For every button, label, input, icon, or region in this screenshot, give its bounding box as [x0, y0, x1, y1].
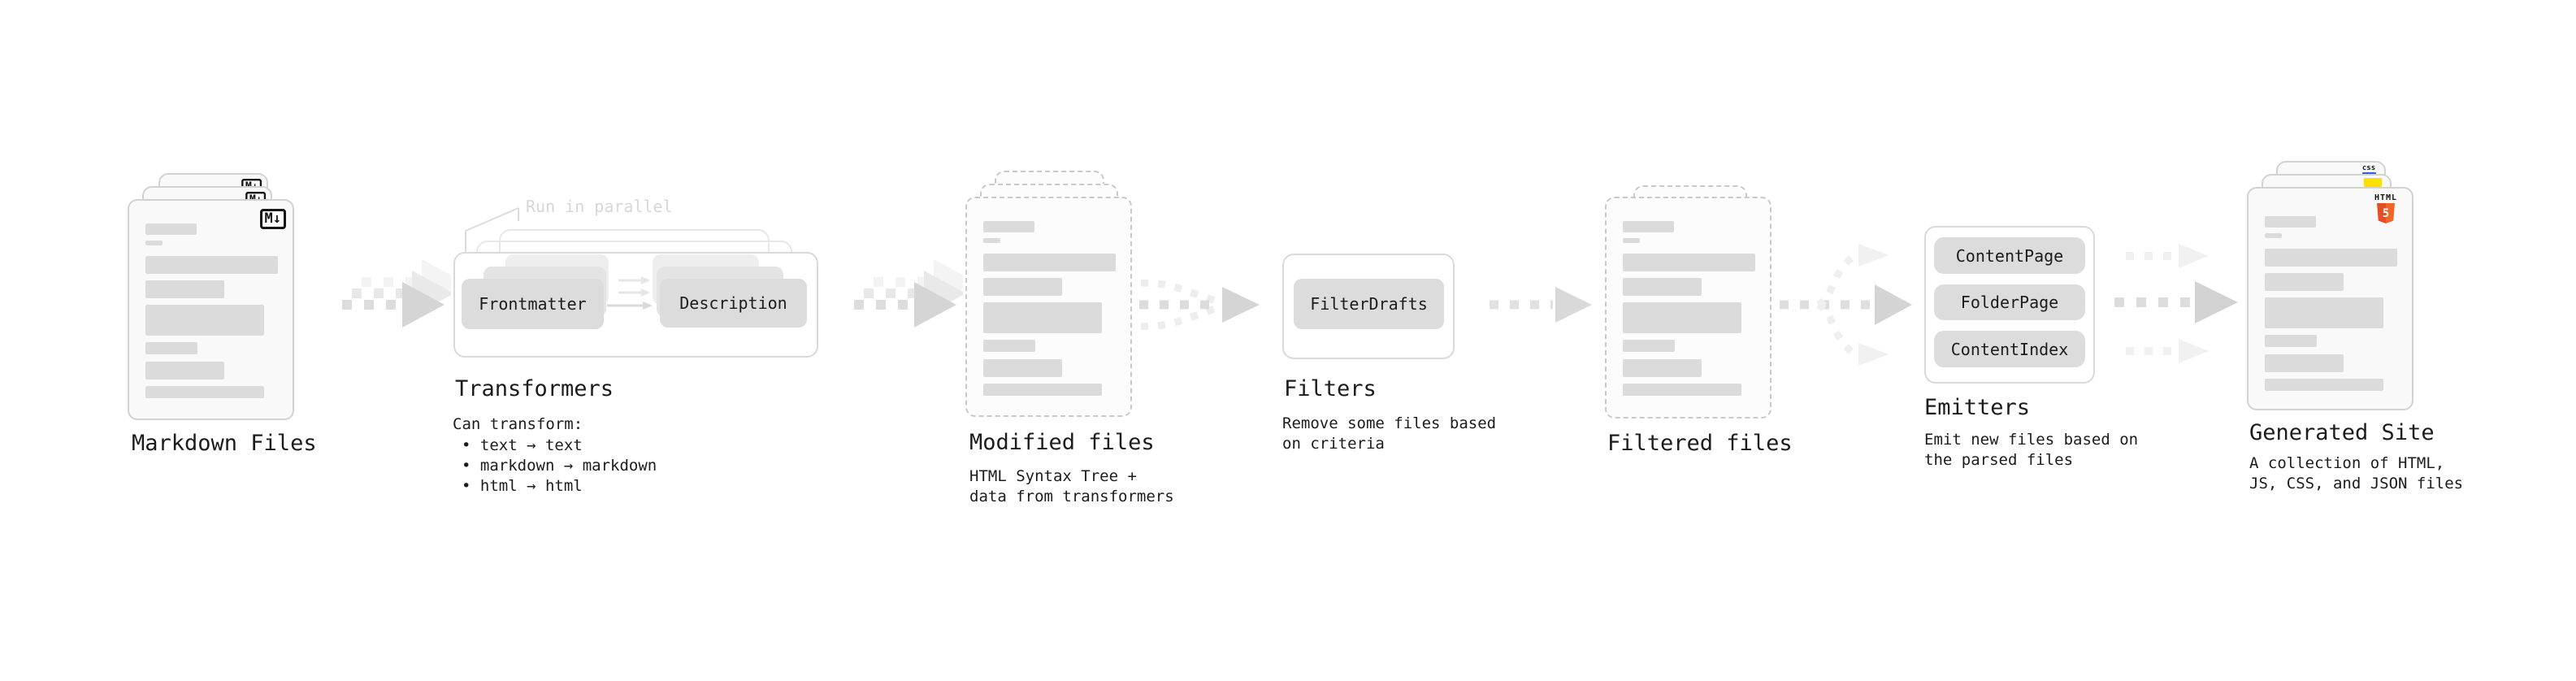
markdown-files-node: M↓ M↓ M↓ [128, 173, 298, 425]
modified-files-note: HTML Syntax Tree + [969, 467, 1137, 485]
document-content-bars [1623, 221, 1755, 396]
transformers-bullet: • html → html [462, 477, 583, 495]
content-bar [1623, 254, 1755, 271]
document-layer-front [965, 197, 1132, 417]
content-bar [1623, 359, 1702, 377]
generated-site-label: Generated Site [2249, 420, 2435, 445]
html5-icon: HTML 5 [2368, 193, 2404, 223]
modified-files-label: Modified files [969, 430, 1155, 455]
document-content-bars [2265, 216, 2397, 391]
content-bar [983, 278, 1062, 296]
markdown-badge-icon: M↓ [259, 209, 286, 229]
filtered-files-node [1605, 185, 1780, 429]
document-layer-front: HTML 5 [2247, 187, 2413, 410]
document-content-bars [983, 221, 1116, 396]
content-bar [2265, 273, 2344, 291]
content-bar [1623, 384, 1741, 396]
transformers-note-title: Can transform: [453, 415, 583, 433]
filter-filterdrafts: FilterDrafts [1294, 279, 1444, 329]
content-bar [1623, 302, 1741, 333]
filters-note: on criteria [1282, 435, 1385, 453]
content-bar [2265, 335, 2317, 347]
exit-arrows [2114, 244, 2238, 363]
content-bar [2265, 354, 2344, 372]
flow-arrow-3 [1490, 287, 1592, 323]
content-bar [145, 386, 264, 398]
emitter-folderpage: FolderPage [1934, 284, 2085, 320]
emitters-note: the parsed files [1924, 451, 2074, 469]
content-bar [145, 342, 197, 354]
content-bar [145, 305, 264, 336]
content-bar [2265, 379, 2383, 391]
transformer-step-description: Description [660, 279, 807, 327]
content-bar [983, 238, 1000, 243]
content-bar [145, 362, 224, 380]
modified-files-node [965, 171, 1136, 423]
content-bar [983, 340, 1035, 352]
emitter-contentindex: ContentIndex [1934, 331, 2085, 367]
transformers-bullet: • markdown → markdown [462, 457, 657, 475]
content-bar [2265, 216, 2316, 228]
generated-site-note: A collection of HTML, [2249, 454, 2445, 472]
flow-arrow-2 [854, 259, 963, 327]
content-bar [983, 302, 1102, 333]
content-bar [2265, 249, 2397, 267]
filtered-files-label: Filtered files [1607, 431, 1793, 456]
merge-arrow [1139, 280, 1260, 330]
filters-note: Remove some files based [1282, 414, 1497, 432]
content-bar [1623, 221, 1674, 232]
transformer-step-frontmatter: Frontmatter [462, 279, 604, 329]
content-bar [2265, 297, 2383, 328]
modified-files-note: data from transformers [969, 488, 1174, 505]
generated-site-node: css HTML 5 [2247, 161, 2422, 421]
js-icon [2364, 178, 2382, 187]
run-in-parallel-annotation: Run in parallel [526, 197, 673, 216]
flow-arrow-1 [342, 259, 451, 327]
document-layer-front [1605, 197, 1772, 419]
filters-label: Filters [1284, 376, 1377, 401]
content-bar [1623, 340, 1675, 352]
content-bar [145, 256, 278, 274]
content-bar [145, 223, 197, 235]
emitter-contentpage: ContentPage [1934, 237, 2085, 274]
content-bar [1623, 238, 1640, 243]
generated-site-note: JS, CSS, and JSON files [2249, 475, 2464, 492]
transformers-bullet: • text → text [462, 436, 583, 454]
content-bar [983, 221, 1034, 232]
fork-arrows [1780, 244, 1912, 366]
content-bar [983, 359, 1062, 377]
content-bar [2265, 233, 2282, 238]
emitters-note: Emit new files based on [1924, 431, 2139, 449]
emitters-label: Emitters [1924, 395, 2031, 420]
document-layer-front: M↓ [128, 199, 294, 420]
transformers-label: Transformers [455, 376, 614, 401]
content-bar [145, 241, 163, 245]
annotation-leader-line [465, 207, 519, 252]
content-bar [983, 254, 1116, 271]
document-content-bars [145, 223, 278, 398]
markdown-files-label: Markdown Files [132, 431, 317, 456]
content-bar [145, 280, 224, 298]
content-bar [983, 384, 1102, 396]
content-bar [1623, 278, 1702, 296]
parallel-arrows-icon [607, 276, 653, 310]
